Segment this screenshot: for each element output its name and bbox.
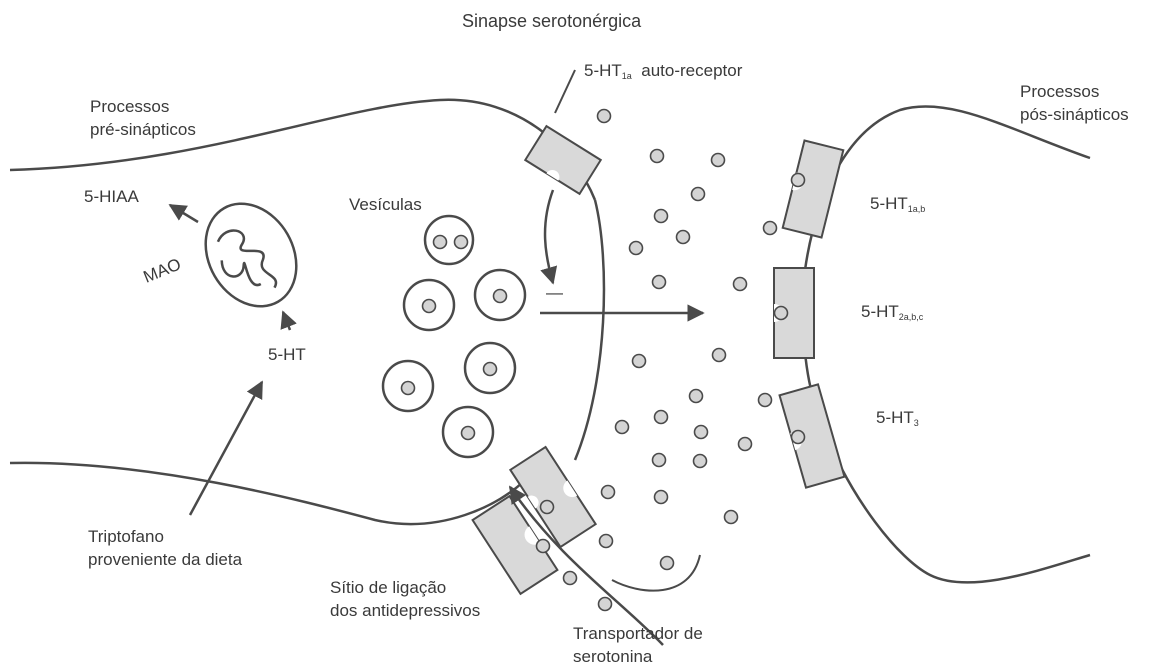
presynaptic-processes-line-2: pré-sinápticos [90, 118, 196, 141]
presynaptic-processes-line-1: Processos [90, 95, 196, 118]
postsynaptic-processes-label: Processos pós-sinápticos [1020, 80, 1129, 126]
tryptophan-label: Triptofano proveniente da dieta [88, 525, 242, 571]
tryptophan-line-1: Triptofano [88, 525, 242, 548]
receptor-5ht2abc-subscript: 2a,b,c [899, 312, 924, 322]
receptor-5ht2abc-base: 5-HT [861, 302, 899, 321]
presynaptic-membrane-right [575, 200, 604, 460]
arrow-mao-to-5hiaa [170, 205, 198, 222]
arrow-tryptophan-to-5ht [190, 382, 262, 515]
autoreceptor-leader [555, 70, 575, 113]
inhibition-minus-sign: — [546, 284, 563, 301]
vesicles [383, 216, 525, 457]
postsynaptic-processes-line-1: Processos [1020, 80, 1129, 103]
transporter-line-1: Transportador de [573, 622, 703, 645]
receptor-5ht3 [780, 384, 845, 487]
presynaptic-membrane-bottom [10, 463, 525, 524]
receptor-5ht2abc-label: 5-HT2a,b,c [861, 303, 923, 322]
presynaptic-processes-label: Processos pré-sinápticos [90, 95, 196, 141]
vesicles-label: Vesículas [349, 196, 422, 213]
transporter-line-2: serotonina [573, 645, 703, 668]
postsynaptic-processes-line-2: pós-sinápticos [1020, 103, 1129, 126]
5hiaa-label: 5-HIAA [84, 188, 139, 205]
tryptophan-line-2: proveniente da dieta [88, 548, 242, 571]
autoreceptor-feedback-arrow [545, 190, 553, 283]
5ht-label: 5-HT [268, 346, 306, 363]
diagram-title: Sinapse serotonérgica [462, 12, 641, 30]
autoreceptor [525, 126, 600, 194]
arrow-5ht-to-mao [283, 312, 290, 330]
transporter-label: Transportador de serotonina [573, 622, 703, 668]
binding-site-line-1: Sítio de ligação [330, 576, 480, 599]
autoreceptor-subscript: 1a [622, 71, 632, 81]
binding-site-label: Sítio de ligação dos antidepressivos [330, 576, 480, 622]
autoreceptor-suffix: auto-receptor [641, 61, 742, 80]
mitochondrion [188, 187, 315, 323]
postsynaptic-membrane-bottom [820, 420, 1090, 582]
receptor-5ht1ab-label: 5-HT1a,b [870, 195, 925, 214]
receptor-5ht3-subscript: 3 [914, 418, 919, 428]
postsynaptic-membrane-top [805, 106, 1090, 270]
receptor-5ht1ab [783, 140, 844, 237]
autoreceptor-label: 5-HT1a auto-receptor [584, 62, 742, 81]
receptor-5ht1ab-subscript: 1a,b [908, 204, 926, 214]
receptor-5ht3-base: 5-HT [876, 408, 914, 427]
binding-site-line-2: dos antidepressivos [330, 599, 480, 622]
autoreceptor-base: 5-HT [584, 61, 622, 80]
reuptake-line [612, 555, 700, 591]
receptor-5ht3-label: 5-HT3 [876, 409, 919, 428]
receptor-5ht1ab-base: 5-HT [870, 194, 908, 213]
